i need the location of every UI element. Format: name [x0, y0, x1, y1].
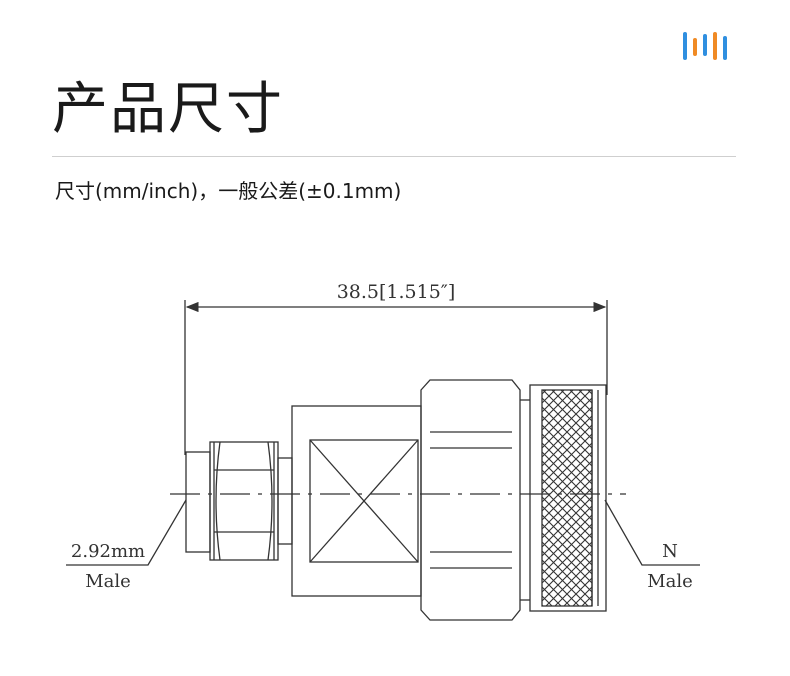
- knurl-band: [541, 389, 593, 607]
- right-connector-gender: Male: [647, 571, 693, 592]
- right-connector-size: N: [662, 541, 678, 562]
- title-divider: [52, 156, 736, 157]
- page-title: 产品尺寸: [52, 77, 284, 142]
- brand-logo-icon: [683, 32, 727, 60]
- left-connector-size: 2.92mm: [71, 541, 145, 562]
- left-pin-body: [185, 451, 211, 553]
- wrench-flat-body: [291, 405, 422, 597]
- overall-length-label: 38.5[1.515″]: [337, 281, 456, 303]
- right-leader-line: [604, 499, 700, 566]
- left-collar: [277, 457, 293, 545]
- dimension-note: 尺寸(mm/inch)，一般公差(±0.1mm): [55, 179, 402, 203]
- left-connector-gender: Male: [85, 571, 131, 592]
- left-coupling-nut: [209, 441, 279, 561]
- left-leader-line: [66, 499, 187, 566]
- hex-body: [420, 379, 521, 621]
- n-coupling-nut: [529, 384, 607, 612]
